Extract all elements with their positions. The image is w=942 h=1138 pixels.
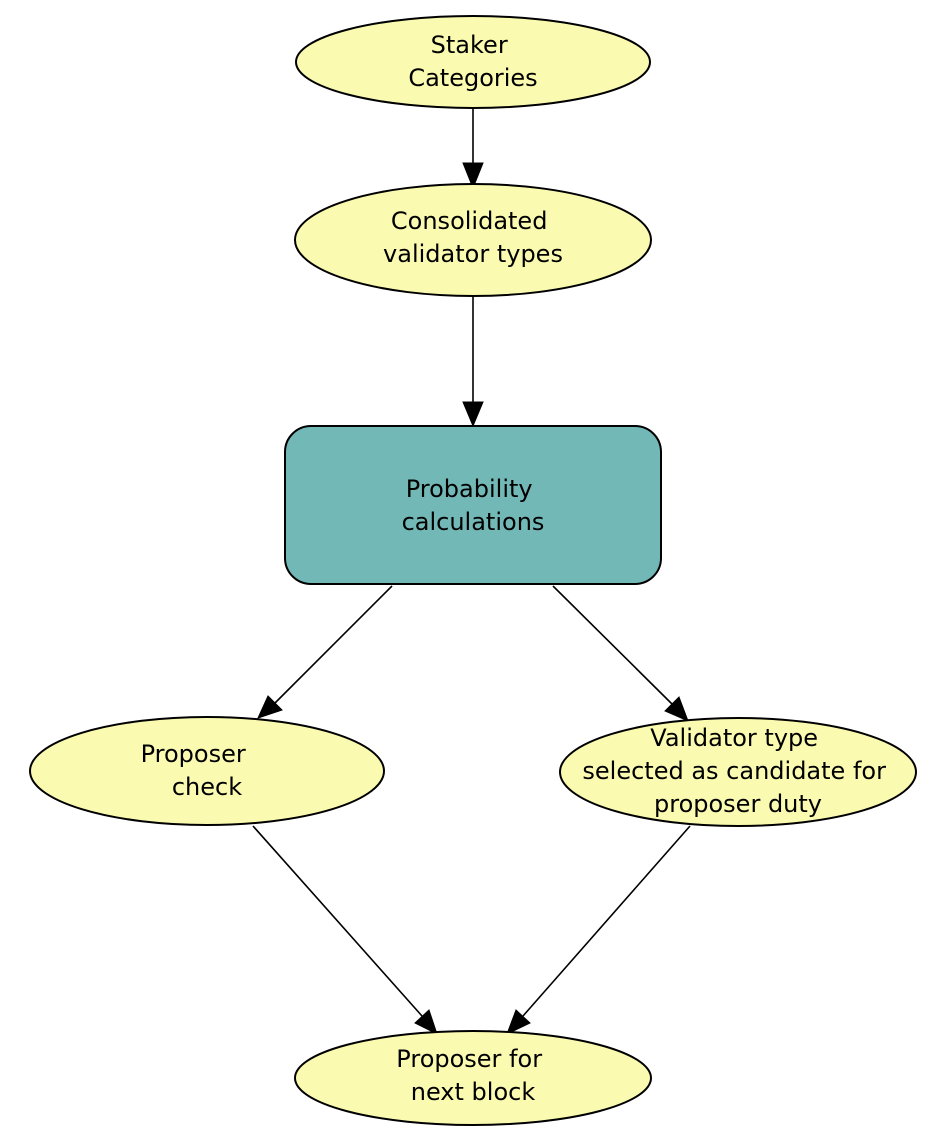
node-consolidated-validator-types: Consolidated validator types (294, 183, 652, 297)
validator-type-selected-ellipse (559, 717, 917, 827)
edges (252, 108, 691, 1035)
edge-validator-selected-to-next-block (506, 825, 691, 1035)
probability-calculations-label: Probability calculations (402, 475, 545, 536)
probability-calculations-line-1: Probability (406, 475, 533, 503)
proposer-check-label: Proposer check (141, 740, 254, 801)
proposer-check-line-2: check (172, 773, 242, 801)
consolidated-validator-types-ellipse (294, 183, 652, 297)
consolidated-validator-types-label: Consolidated validator types (383, 207, 563, 268)
edge-probability-to-proposer-check (257, 585, 393, 719)
validator-type-selected-line-1: Validator type (650, 724, 818, 752)
consolidated-validator-types-line-1: Consolidated (391, 207, 548, 235)
validator-type-selected-label: Validator type selected as candidate for… (582, 724, 893, 818)
node-proposer-next-block: Proposer for next block (294, 1030, 652, 1126)
staker-categories-ellipse (295, 15, 651, 109)
staker-categories-line-1: Staker (431, 31, 508, 59)
node-probability-calculations: Probability calculations (284, 425, 662, 585)
edge-consolidated-to-probability (462, 296, 484, 428)
staker-categories-label: Staker Categories (408, 31, 537, 92)
node-validator-type-selected: Validator type selected as candidate for… (559, 717, 917, 827)
staker-categories-line-2: Categories (408, 64, 537, 92)
probability-calculations-line-2: calculations (402, 508, 545, 536)
validator-type-selected-line-2: selected as candidate for (582, 757, 886, 785)
consolidated-validator-types-line-2: validator types (383, 240, 563, 268)
probability-calculations-box (284, 425, 662, 585)
proposer-next-block-label: Proposer for next block (396, 1045, 549, 1106)
node-staker-categories: Staker Categories (295, 15, 651, 109)
proposer-check-line-1: Proposer (141, 740, 246, 768)
proposer-next-block-ellipse (294, 1030, 652, 1126)
validator-type-selected-line-3: proposer duty (654, 790, 822, 818)
proposer-next-block-line-1: Proposer for (396, 1045, 542, 1073)
node-proposer-check: Proposer check (29, 716, 385, 826)
edge-probability-to-validator-selected (552, 585, 689, 722)
proposer-check-ellipse (29, 716, 385, 826)
proposer-next-block-line-2: next block (411, 1078, 536, 1106)
edge-staker-to-consolidated (462, 108, 484, 190)
edge-proposer-check-to-next-block (252, 825, 438, 1035)
